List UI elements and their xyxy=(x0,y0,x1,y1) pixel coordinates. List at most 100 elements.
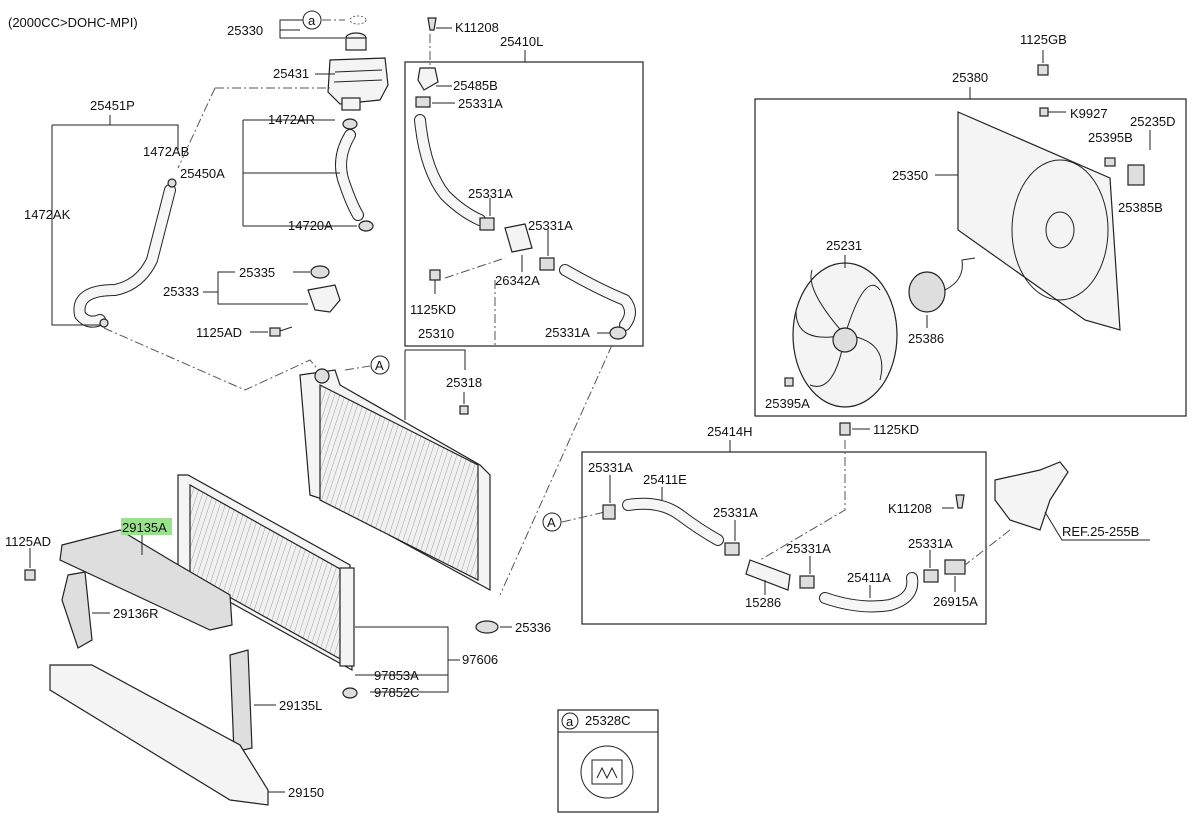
label-25386: 25386 xyxy=(908,331,944,346)
sensor-26915A[interactable] xyxy=(944,559,966,575)
label-25331A-1: 25331A xyxy=(458,96,503,111)
label-14720A: 14720A xyxy=(288,218,333,233)
label-25331A-5: 25331A xyxy=(588,460,633,475)
label-25231: 25231 xyxy=(826,238,862,253)
hose-upper-right[interactable] xyxy=(559,264,636,331)
resistor-25385B[interactable] xyxy=(1127,164,1145,186)
label-15286: 15286 xyxy=(745,595,781,610)
svg-text:a: a xyxy=(308,13,316,28)
label-1125AD-top: 1125AD xyxy=(196,325,242,340)
highlight-29135A xyxy=(121,518,172,535)
label-29135A: 29135A xyxy=(122,520,167,535)
callout-a-box: a xyxy=(561,712,579,730)
bracket-25333[interactable] xyxy=(307,284,341,313)
label-1472AK: 1472AK xyxy=(24,207,71,222)
bleed-plug-K11208-top[interactable] xyxy=(427,17,437,31)
guard-29135L[interactable] xyxy=(229,649,253,753)
clamp-1472AR[interactable] xyxy=(342,118,358,130)
bolt-1125KD-top[interactable] xyxy=(429,269,441,294)
label-25485B: 25485B xyxy=(453,78,498,93)
label-25450A: 25450A xyxy=(180,166,225,181)
screw-25395A[interactable] xyxy=(784,377,794,387)
bolt-1125GB[interactable] xyxy=(1037,64,1049,76)
label-25350: 25350 xyxy=(892,168,928,183)
label-26342A: 26342A xyxy=(495,273,540,288)
clip-K9927[interactable] xyxy=(1039,107,1049,117)
elbow-25485B[interactable] xyxy=(417,67,439,91)
hose-25450A[interactable] xyxy=(335,129,364,221)
hose-25451P[interactable] xyxy=(73,184,176,328)
label-25331A-7: 25331A xyxy=(786,541,831,556)
label-25395B: 25395B xyxy=(1088,130,1133,145)
label-25331A-3: 25331A xyxy=(528,218,573,233)
thermostat-housing[interactable] xyxy=(994,461,1069,531)
motor-25386[interactable] xyxy=(908,257,976,313)
cap-25335[interactable] xyxy=(310,265,330,279)
label-25331A-2: 25331A xyxy=(468,186,513,201)
clamp-25331A-3[interactable] xyxy=(539,257,555,271)
guard-29136R[interactable] xyxy=(61,571,93,649)
pipe-26342A[interactable] xyxy=(504,223,533,253)
screw-25395B[interactable] xyxy=(1104,157,1116,167)
label-25331A-6: 25331A xyxy=(713,505,758,520)
fan-25231[interactable] xyxy=(792,262,898,408)
label-K9927: K9927 xyxy=(1070,106,1108,121)
label-25395A: 25395A xyxy=(765,396,810,411)
pipe-15286[interactable] xyxy=(745,559,791,591)
drain-cap-25336[interactable] xyxy=(475,620,499,634)
hose-25411A[interactable] xyxy=(819,572,919,613)
label-REF-25-255B[interactable]: REF.25-255B xyxy=(1062,524,1139,539)
label-25451P: 25451P xyxy=(90,98,135,113)
label-25330: 25330 xyxy=(227,23,263,38)
label-25414H: 25414H xyxy=(707,424,753,439)
label-25411E: 25411E xyxy=(643,472,687,487)
label-1125AD-left: 1125AD xyxy=(5,534,51,549)
label-25310: 25310 xyxy=(418,326,454,341)
label-25385B: 25385B xyxy=(1118,200,1163,215)
deflector-29150[interactable] xyxy=(49,664,269,806)
clamp-25331A-8[interactable] xyxy=(923,569,939,583)
label-25336: 25336 xyxy=(515,620,551,635)
clamp-14720A[interactable] xyxy=(358,220,374,232)
label-25411A: 25411A xyxy=(847,570,891,585)
clamp-25331A-1[interactable] xyxy=(415,96,431,108)
clamp-25331A-5[interactable] xyxy=(602,504,616,520)
bolt-1125AD-left[interactable] xyxy=(24,569,36,581)
clamp-25331A-7[interactable] xyxy=(799,575,815,589)
label-29136R: 29136R xyxy=(113,606,159,621)
callout-a-top: a xyxy=(302,10,322,30)
reservoir-tank-25431[interactable] xyxy=(327,57,389,111)
cap-97852C[interactable] xyxy=(342,687,358,699)
clamp-25331A-4[interactable] xyxy=(609,326,627,340)
label-25380: 25380 xyxy=(952,70,988,85)
label-25335: 25335 xyxy=(239,265,275,280)
bolt-1125KD-mid[interactable] xyxy=(839,422,851,436)
label-25235D: 25235D xyxy=(1130,114,1176,129)
label-1472AR: 1472AR xyxy=(268,112,315,127)
label-K11208-mid: K11208 xyxy=(888,501,932,516)
reservoir-cap-25330[interactable] xyxy=(345,32,367,51)
label-25318: 25318 xyxy=(446,375,482,390)
bolt-1125AD-top[interactable] xyxy=(269,326,293,337)
engine-variant-label: (2000CC>DOHC-MPI) xyxy=(8,15,138,30)
condenser-97606[interactable] xyxy=(177,474,355,672)
warning-label-icon xyxy=(580,745,634,799)
label-25331A-4: 25331A xyxy=(545,325,590,340)
label-29150: 29150 xyxy=(288,785,324,800)
shroud-25350[interactable] xyxy=(957,111,1121,331)
clamp-25331A-2[interactable] xyxy=(479,217,495,231)
label-26915A: 26915A xyxy=(933,594,978,609)
clamp-25331A-6[interactable] xyxy=(724,542,740,556)
radiator-25310[interactable] xyxy=(299,368,491,592)
bleed-plug-K11208-mid[interactable] xyxy=(955,494,965,509)
clamp-1472AK[interactable] xyxy=(99,318,109,328)
label-97606: 97606 xyxy=(462,652,498,667)
legend-box-25328C xyxy=(557,709,659,813)
plug-25318[interactable] xyxy=(459,405,469,415)
hose-25411E[interactable] xyxy=(622,497,724,546)
hose-upper-left[interactable] xyxy=(414,114,486,226)
label-29135L: 29135L xyxy=(279,698,322,713)
label-25431: 25431 xyxy=(273,66,309,81)
clamp-1472AB[interactable] xyxy=(167,178,177,188)
